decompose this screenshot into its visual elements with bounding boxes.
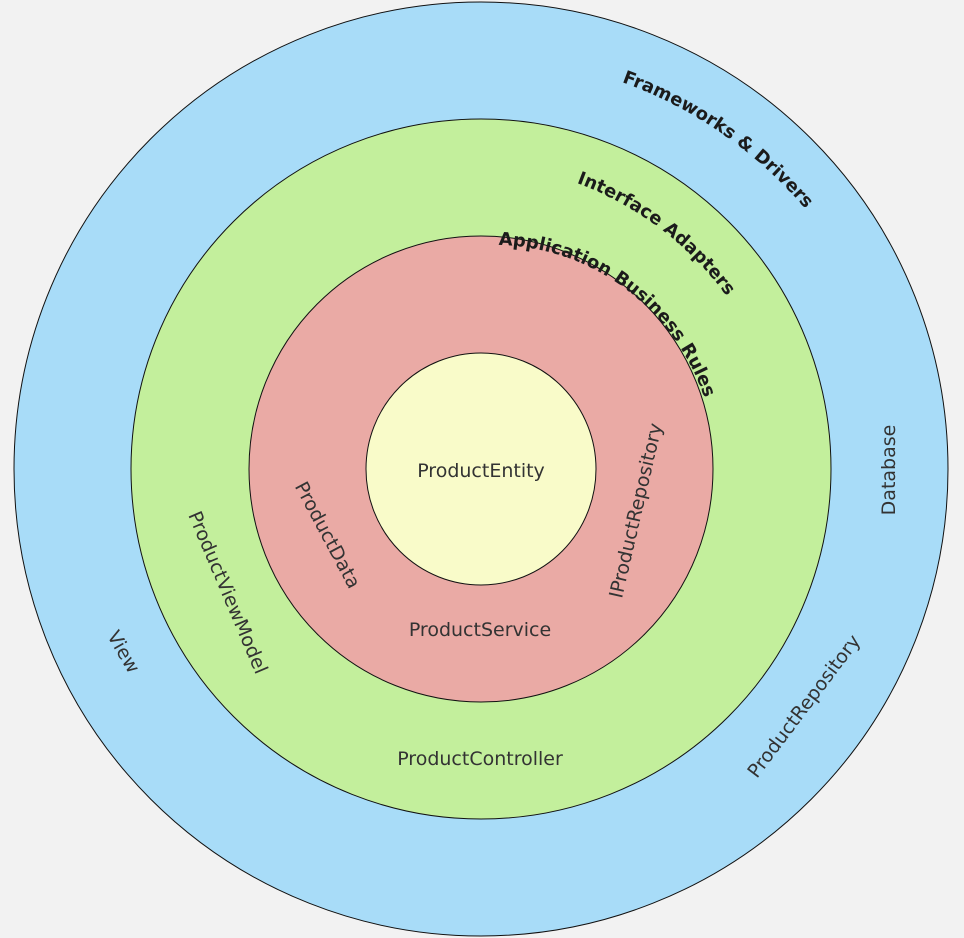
product-entity-label: ProductEntity: [417, 460, 545, 482]
entities-ring: [365, 352, 597, 586]
database-label: Database: [878, 425, 900, 516]
product-controller-label: ProductController: [397, 748, 563, 770]
product-service-label: ProductService: [409, 619, 551, 641]
